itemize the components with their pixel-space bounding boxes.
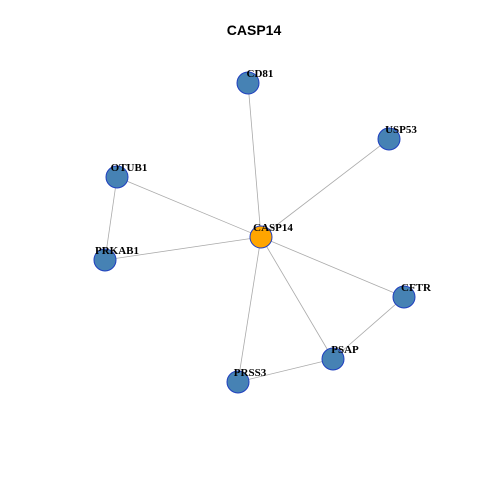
node-label-prkab1: PRKAB1	[95, 245, 139, 257]
node-prkab1	[93, 248, 117, 272]
node-label-cd81: CD81	[247, 68, 274, 80]
node-otub1	[105, 165, 129, 189]
edge-casp14-usp53	[260, 138, 390, 238]
node-casp14	[249, 225, 273, 249]
node-label-usp53: USP53	[385, 124, 417, 136]
node-label-cftr: CFTR	[401, 282, 432, 294]
node-label-psap: PSAP	[331, 344, 359, 356]
edge-casp14-prss3	[237, 236, 262, 383]
node-usp53	[377, 127, 401, 151]
edge-otub1-prkab1	[104, 176, 118, 261]
edge-psap-prss3	[237, 358, 334, 383]
node-prss3	[226, 370, 250, 394]
node-layer	[93, 71, 416, 394]
edge-casp14-prkab1	[104, 236, 262, 261]
edge-layer	[104, 82, 405, 383]
node-label-otub1: OTUB1	[111, 162, 148, 174]
edge-casp14-otub1	[116, 176, 262, 238]
edge-casp14-psap	[260, 236, 334, 360]
diagram-title: CASP14	[227, 22, 282, 38]
node-cd81	[236, 71, 260, 95]
node-cftr	[392, 285, 416, 309]
edge-casp14-cftr	[260, 236, 405, 298]
edge-casp14-cd81	[247, 82, 262, 238]
node-label-casp14: CASP14	[253, 222, 293, 234]
node-label-prss3: PRSS3	[234, 367, 267, 379]
edge-cftr-psap	[332, 296, 405, 360]
node-psap	[321, 347, 345, 371]
